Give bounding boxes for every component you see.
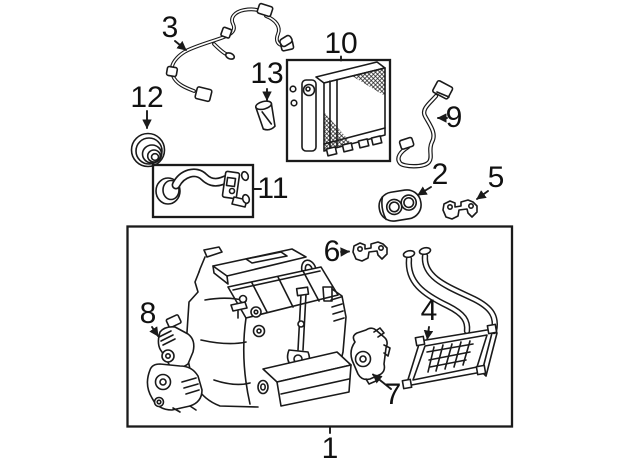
- actuator-assembly-drawing: [146, 314, 203, 413]
- sensor-drawing: [254, 100, 276, 131]
- callout-9[interactable]: 9: [445, 101, 463, 134]
- callout-11[interactable]: 11: [257, 172, 289, 205]
- thermistor-wire-drawing: [396, 79, 454, 169]
- hvac-case-drawing: [185, 246, 352, 408]
- callout-8[interactable]: 8: [139, 297, 157, 330]
- callout-13[interactable]: 13: [250, 57, 284, 90]
- callout-2[interactable]: 2: [431, 158, 449, 191]
- callout-12[interactable]: 12: [130, 81, 164, 114]
- evaporator-core-drawing: [289, 61, 386, 157]
- callout-7[interactable]: 7: [384, 378, 402, 411]
- grommet-drawing: [378, 189, 422, 222]
- servo-motor-drawing: [350, 327, 391, 385]
- callout-1[interactable]: 1: [321, 432, 339, 465]
- callout-3[interactable]: 3: [161, 11, 179, 44]
- bracket-5-drawing: [442, 199, 478, 220]
- callout-4[interactable]: 4: [420, 294, 438, 327]
- callout-6[interactable]: 6: [323, 235, 341, 268]
- wire-harness-drawing: [165, 2, 295, 103]
- callout-10[interactable]: 10: [324, 27, 358, 60]
- assembly-group-box: [126, 225, 514, 428]
- evaporator-group-box: [285, 58, 392, 163]
- heater-core-drawing: [401, 246, 498, 390]
- duct-group-box: [151, 163, 255, 219]
- bracket-6-drawing: [352, 241, 388, 262]
- callout-5[interactable]: 5: [487, 161, 505, 194]
- callout-leaders: [142, 40, 489, 434]
- pulley-drawing: [130, 132, 166, 168]
- duct-hose-drawing: [155, 168, 251, 208]
